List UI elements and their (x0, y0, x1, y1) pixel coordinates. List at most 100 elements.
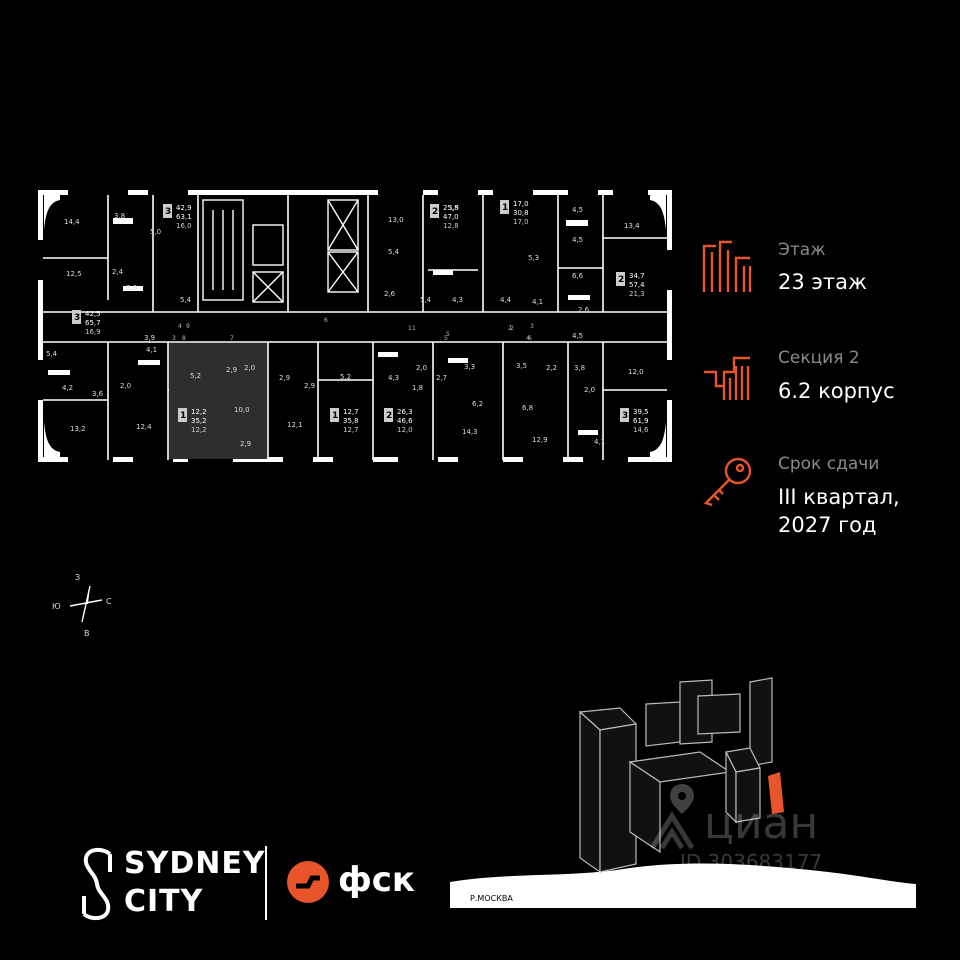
apartment-total-area: 61,9 (633, 417, 649, 425)
room-area-label: 2,0 (120, 382, 131, 390)
stairs (202, 199, 244, 301)
room-area-label: 4,5 (572, 236, 583, 244)
apartment-kitchen-area: 12,7 (343, 426, 359, 434)
apartment-living-area: 12,2 (191, 408, 207, 416)
compass-icon (69, 585, 103, 623)
room-area-label: 6,2 (472, 400, 483, 408)
room-area-label: 5,0 (150, 228, 161, 236)
apartment-kitchen-area: 14,6 (633, 426, 649, 434)
apartment-kitchen-area: 17,0 (513, 218, 529, 226)
apartment-kitchen-area: 16,9 (85, 328, 101, 336)
apartment-total-area: 30,8 (513, 209, 529, 217)
apartment-total-area: 35,8 (343, 417, 359, 425)
room-area-label: 13,4 (624, 222, 640, 230)
door-number: 7 (230, 335, 234, 342)
outer-wall (38, 190, 672, 462)
apartment-rooms: 2 (618, 275, 624, 285)
door-number: 8 (182, 335, 186, 342)
door-number: 6 (528, 335, 532, 342)
deadline-line2: 2027 год (778, 513, 877, 537)
cian-watermark-logo: циан (704, 798, 819, 849)
elevator-2 (327, 251, 359, 293)
door-number: 1 (412, 325, 416, 332)
door-number: 5 (446, 331, 450, 338)
brand-divider (265, 846, 267, 920)
target-building (768, 772, 784, 814)
room-area-label: 4,3 (452, 296, 463, 304)
apartment-rooms-badge (384, 408, 393, 422)
apartment-kitchen-area: 12,2 (191, 426, 207, 434)
room-area-label: 12,0 (628, 368, 644, 376)
room-area-label: 5,4 (388, 248, 400, 256)
apartment-rooms: 2 (432, 207, 438, 217)
apartment-rooms-badge (163, 204, 172, 218)
apartment-kitchen-area: 12,8 (443, 222, 459, 230)
apartment-living-area: 34,7 (629, 272, 645, 280)
room-area-label: 2,9 (304, 382, 315, 390)
room-area-label: 6,8 (522, 404, 533, 412)
highlighted-apartment (169, 343, 267, 459)
room-area-label: 4,1 (146, 346, 157, 354)
room-area-label: 2,6 (384, 290, 396, 298)
apartment-rooms-badge (500, 200, 509, 214)
apartment-rooms: 3 (165, 207, 171, 217)
apartment-total-area: 65,7 (85, 319, 101, 327)
floor-icon (702, 240, 752, 292)
apartment-rooms: 3 (74, 313, 80, 323)
apartment-living-area: 42,9 (176, 204, 192, 212)
apartment-rooms-badge (620, 408, 629, 422)
key-icon (703, 457, 752, 507)
river-label: Р.МОСКВА (470, 894, 513, 903)
sydney-line1: SYDNEY (124, 846, 266, 881)
room-area-label: 12,1 (287, 421, 303, 429)
compass-east: С (106, 597, 112, 606)
room-area-label: 12,4 (136, 423, 152, 431)
site-map (450, 677, 916, 908)
apartment-living-area: 12,7 (343, 408, 359, 416)
room-area-label: 4,4 (500, 296, 512, 304)
apartment-rooms: 1 (180, 411, 186, 421)
room-area-label: 5,4 (420, 296, 432, 304)
section-label: Секция 2 (778, 348, 860, 368)
apartment-living-area: 42,5 (85, 310, 101, 318)
apartment-rooms: 1 (332, 411, 338, 421)
room-area-label: 3,5 (448, 204, 459, 212)
apartment-rooms: 3 (622, 411, 628, 421)
room-area-label: 12,5 (66, 270, 82, 278)
floor-label: Этаж (778, 240, 826, 260)
room-area-label: 4,3 (388, 374, 399, 382)
apartment-rooms-badge (72, 310, 81, 324)
room-area-label: 2,9 (279, 374, 290, 382)
apartment-total-area: 47,0 (443, 213, 459, 221)
elevator-1 (327, 199, 359, 251)
room-area-label: 5,4 (180, 296, 192, 304)
apartment-rooms-badge (430, 204, 439, 218)
deadline-line1: III квартал, (778, 485, 900, 509)
room-area-label: 5,2 (340, 373, 351, 381)
fsk-logo-icon (287, 861, 329, 903)
apartment-rooms: 2 (386, 411, 392, 421)
room-area-label: 4,1 (594, 438, 605, 446)
apartment-rooms: 1 (502, 203, 508, 213)
room-area-label: 5,4 (46, 350, 58, 358)
apartment-total-area: 57,4 (629, 281, 645, 289)
cian-watermark-icon (649, 811, 695, 850)
door-number: 9 (186, 323, 190, 330)
apartment-total-area: 63,1 (176, 213, 192, 221)
apartment-kitchen-area: 12,0 (397, 426, 413, 434)
apartment-kitchen-area: 16,0 (176, 222, 192, 230)
room-area-label: 2,2 (546, 364, 557, 372)
room-area-label: 1,8 (412, 384, 423, 392)
room-area-label: 2,0 (584, 386, 595, 394)
room-area-label: 13,2 (70, 425, 86, 433)
door-number: 2 (510, 325, 514, 332)
door-number: 4 (178, 323, 182, 330)
room-area-label: 5,3 (528, 254, 539, 262)
apartment-rooms-badge (616, 272, 625, 286)
room-area-label: 4,1 (532, 298, 543, 306)
room-area-label: 4,5 (572, 206, 583, 214)
room-area-label: 3,6 (92, 390, 104, 398)
apartment-living-area: 39,5 (633, 408, 649, 416)
